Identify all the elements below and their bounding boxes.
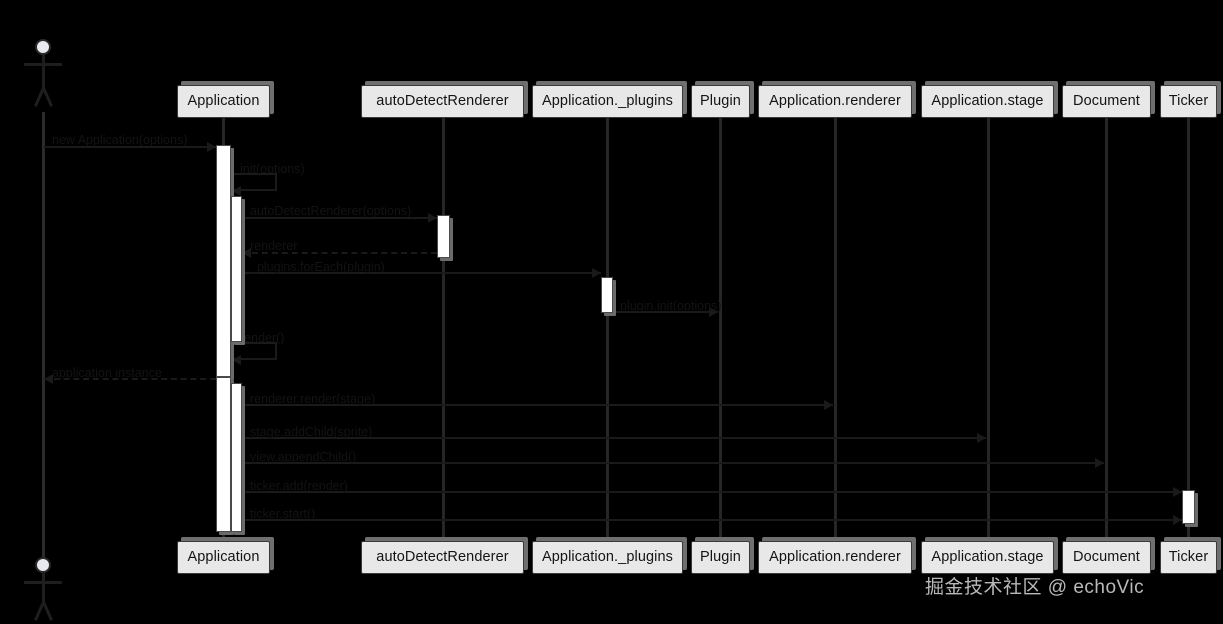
participant-document-footer[interactable]: Document	[1062, 541, 1151, 574]
msg-autodetect-renderer-arrowhead	[428, 213, 437, 223]
msg-plugins-each-label: _plugins.forEach(plugin)	[250, 260, 385, 274]
actor-body-icon	[41, 55, 45, 91]
participant-label: autoDetectRenderer	[376, 93, 509, 110]
participant-application-footer[interactable]: Application	[177, 541, 270, 574]
lifeline-ticker	[1186, 118, 1190, 541]
msg-plugin-init-label: plugin.init(options)	[620, 299, 722, 313]
msg-view-append-line	[242, 462, 1104, 464]
msg-renderer-render-label: renderer.render(stage)	[250, 392, 376, 406]
participant-label: Plugin	[700, 549, 741, 566]
participant-application_stage-footer[interactable]: Application.stage	[921, 541, 1054, 574]
msg-renderer-render-line	[242, 404, 833, 406]
msg-new-application-line	[44, 146, 216, 148]
participant-application_plugins-footer[interactable]: Application._plugins	[532, 541, 683, 574]
msg-ticker-start-label: ticker.start()	[250, 507, 316, 521]
msg-view-append-arrowhead	[1095, 458, 1104, 468]
actor-arms-icon	[24, 63, 62, 66]
participant-autodetectrenderer-header[interactable]: autoDetectRenderer	[361, 85, 524, 118]
msg-self-init-arrowhead	[232, 186, 241, 196]
participant-application_renderer-footer[interactable]: Application.renderer	[758, 541, 912, 574]
msg-app-instance-label: application instance	[52, 366, 162, 380]
msg-self-render-label: render()	[240, 331, 285, 345]
msg-renderer-render-arrowhead	[824, 400, 833, 410]
application-activation-inner	[231, 196, 242, 342]
participant-application-header[interactable]: Application	[177, 85, 270, 118]
msg-stage-addchild-label: stage.addChild(sprite)	[250, 425, 373, 439]
actor-head-icon	[35, 557, 51, 573]
participant-label: autoDetectRenderer	[376, 549, 509, 566]
participant-document-header[interactable]: Document	[1062, 85, 1151, 118]
lifeline-plugin	[718, 118, 722, 541]
msg-ticker-add-line	[242, 491, 1182, 493]
msg-self-render	[232, 342, 277, 360]
msg-app-instance-arrowhead	[44, 374, 53, 384]
participant-label: Ticker	[1168, 549, 1209, 566]
msg-self-render-arrowhead	[232, 355, 241, 365]
msg-ticker-start-line	[242, 519, 1182, 521]
participant-label: Application	[187, 549, 260, 566]
application-activation-lower2	[231, 383, 242, 532]
msg-plugins-each-arrowhead	[592, 268, 601, 278]
msg-autodetect-renderer-label: autoDetectRenderer(options)	[250, 204, 412, 218]
participant-ticker-footer[interactable]: Ticker	[1160, 541, 1217, 574]
msg-self-init-label: init(options)	[240, 162, 305, 176]
participant-label: Document	[1073, 93, 1140, 110]
participant-label: Document	[1073, 549, 1140, 566]
application-activation-lower	[216, 377, 231, 532]
participant-application_stage-header[interactable]: Application.stage	[921, 85, 1054, 118]
participant-label: Application._plugins	[542, 93, 673, 110]
participant-plugin-header[interactable]: Plugin	[691, 85, 750, 118]
lifeline-actor	[41, 112, 45, 557]
participant-label: Ticker	[1168, 93, 1209, 110]
actor-arms-icon	[24, 581, 62, 584]
participant-application_renderer-header[interactable]: Application.renderer	[758, 85, 912, 118]
msg-renderer-return-arrowhead	[242, 248, 251, 258]
actor-head-icon	[35, 39, 51, 55]
participant-label: Application	[187, 93, 260, 110]
actor-body-icon	[41, 573, 45, 605]
lifeline-application_stage	[986, 118, 990, 541]
lifeline-application_plugins	[605, 118, 609, 541]
msg-view-append-label: view.appendChild()	[250, 450, 357, 464]
msg-new-application-label: new Application(options)	[52, 133, 188, 147]
participant-label: Application.stage	[931, 93, 1044, 110]
participant-label: Application.renderer	[769, 549, 901, 566]
msg-renderer-return-line	[242, 252, 437, 254]
application-activation-outer	[216, 145, 231, 377]
participant-label: Application.stage	[931, 549, 1044, 566]
msg-stage-addchild-line	[242, 437, 986, 439]
participant-autodetectrenderer-footer[interactable]: autoDetectRenderer	[361, 541, 524, 574]
participant-application_plugins-header[interactable]: Application._plugins	[532, 85, 683, 118]
plugins-activation	[601, 277, 613, 313]
msg-ticker-add-arrowhead	[1173, 487, 1182, 497]
lifeline-document	[1104, 118, 1108, 541]
msg-stage-addchild-arrowhead	[977, 433, 986, 443]
actor-leg-right-icon	[41, 87, 53, 107]
ticker-activation	[1182, 490, 1195, 524]
participant-label: Application.renderer	[769, 93, 901, 110]
msg-plugins-each-line	[242, 272, 601, 274]
msg-ticker-add-label: ticker.add(render)	[250, 479, 348, 493]
autodetectrenderer-activation	[437, 215, 450, 258]
msg-ticker-start-arrowhead	[1173, 515, 1182, 525]
msg-autodetect-renderer-line	[242, 217, 437, 219]
lifeline-autodetectrenderer	[441, 118, 445, 541]
msg-plugin-init-arrowhead	[709, 307, 718, 317]
msg-new-application-arrowhead	[207, 142, 216, 152]
msg-app-instance-line	[44, 378, 216, 380]
msg-self-init	[232, 173, 277, 191]
msg-renderer-return-label: renderer	[250, 239, 298, 253]
participant-label: Application._plugins	[542, 549, 673, 566]
actor-leg-right-icon	[41, 601, 53, 621]
participant-label: Plugin	[700, 93, 741, 110]
msg-plugin-init-line	[613, 311, 718, 313]
participant-plugin-footer[interactable]: Plugin	[691, 541, 750, 574]
participant-ticker-header[interactable]: Ticker	[1160, 85, 1217, 118]
watermark-text: 掘金技术社区 @ echoVic	[925, 577, 1145, 598]
lifeline-application_renderer	[833, 118, 837, 541]
